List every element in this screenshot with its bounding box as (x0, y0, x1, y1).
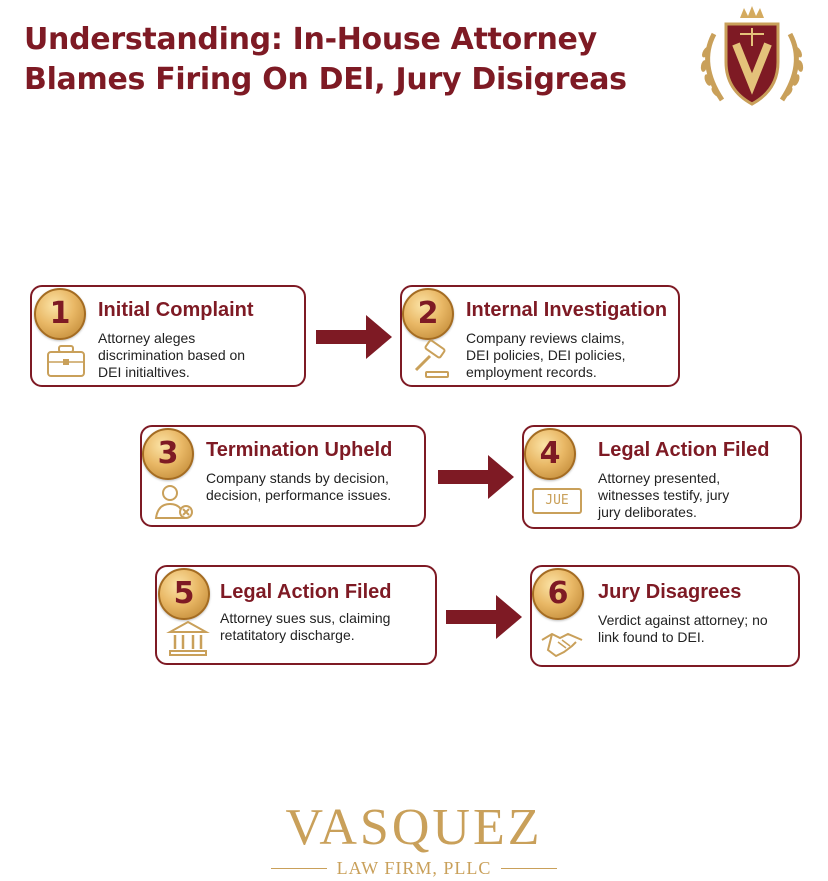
brand-subtitle: LAW FIRM, PLLC (336, 858, 492, 878)
title-line-1: Understanding: In-House Attorney (24, 22, 597, 57)
arrow-right-icon (446, 595, 522, 639)
step-title-2: Internal Investigation (466, 299, 668, 321)
gavel-icon (414, 340, 449, 378)
step-badge-5: 5 (158, 568, 210, 620)
step-desc-2: Company reviews claims,DEI policies, DEI… (466, 330, 626, 380)
step-title-5: Legal Action Filed (220, 581, 392, 603)
step-title-6: Jury Disagrees (598, 581, 742, 603)
step-badge-6: 6 (532, 568, 584, 620)
person-x-icon (154, 485, 193, 519)
handshake-icon (541, 632, 583, 658)
step-title-1: Initial Complaint (98, 299, 254, 321)
step-badge-3: 3 (142, 428, 194, 480)
step-badge-2: 2 (402, 288, 454, 340)
arrow-right-icon (316, 315, 392, 359)
page-title: Understanding: In-House Attorney Blames … (24, 20, 627, 100)
brand-name: VASQUEZ (285, 799, 543, 856)
brand-logo: VASQUEZ LAW FIRM, PLLC (0, 800, 828, 878)
briefcase-icon (47, 345, 85, 377)
jury-box-label: JUE (545, 493, 569, 508)
crest-logo-icon (700, 6, 804, 106)
arrow-right-icon (438, 455, 514, 499)
step-title-3: Termination Upheld (206, 439, 393, 461)
jury-box-icon: JUE (532, 488, 582, 514)
step-badge-4: 4 (524, 428, 576, 480)
step-badge-1: 1 (34, 288, 86, 340)
step-title-4: Legal Action Filed (598, 439, 770, 461)
title-line-2: Blames Firing On DEI, Jury Disigreas (24, 62, 627, 97)
courthouse-icon (166, 620, 210, 656)
step-desc-4: Attorney presented,witnesses testify, ju… (598, 470, 730, 520)
brand-divider (270, 867, 327, 869)
brand-divider (501, 867, 558, 869)
step-desc-3: Company stands by decision,decision, per… (206, 470, 392, 503)
